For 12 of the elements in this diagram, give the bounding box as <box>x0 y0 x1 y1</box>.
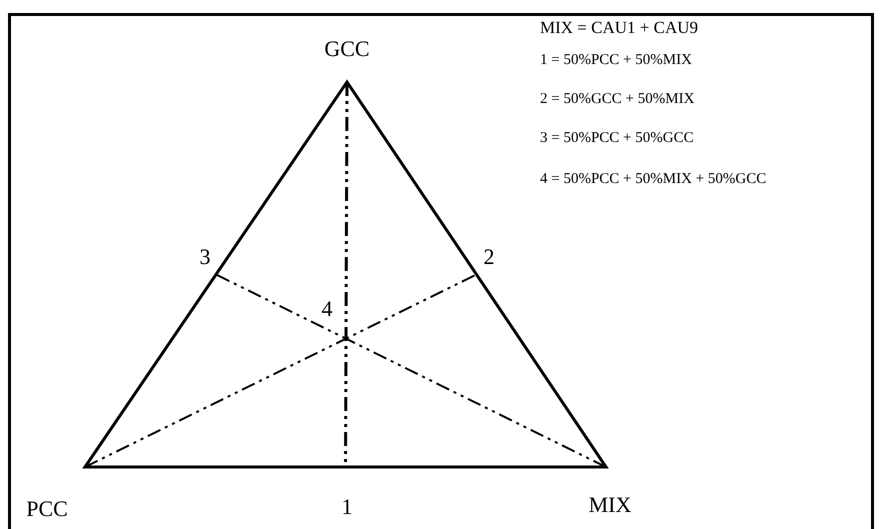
vertex-label: GCC <box>324 38 370 60</box>
point-label: 1 <box>342 496 352 518</box>
formula-text: MIX = CAU1 + CAU9 <box>540 19 698 36</box>
formula-text: 1 = 50%PCC + 50%MIX <box>540 53 692 68</box>
vertex-label: MIX <box>588 494 632 516</box>
formula-text: 4 = 50%PCC + 50%MIX + 50%GCC <box>540 172 766 187</box>
vertex-label: PCC <box>26 498 68 520</box>
point-label: 4 <box>322 298 332 320</box>
formula-text: 2 = 50%GCC + 50%MIX <box>540 92 694 107</box>
point-label: 2 <box>484 246 494 268</box>
formula-text: 3 = 50%PCC + 50%GCC <box>540 131 694 146</box>
point-label: 3 <box>200 246 210 268</box>
